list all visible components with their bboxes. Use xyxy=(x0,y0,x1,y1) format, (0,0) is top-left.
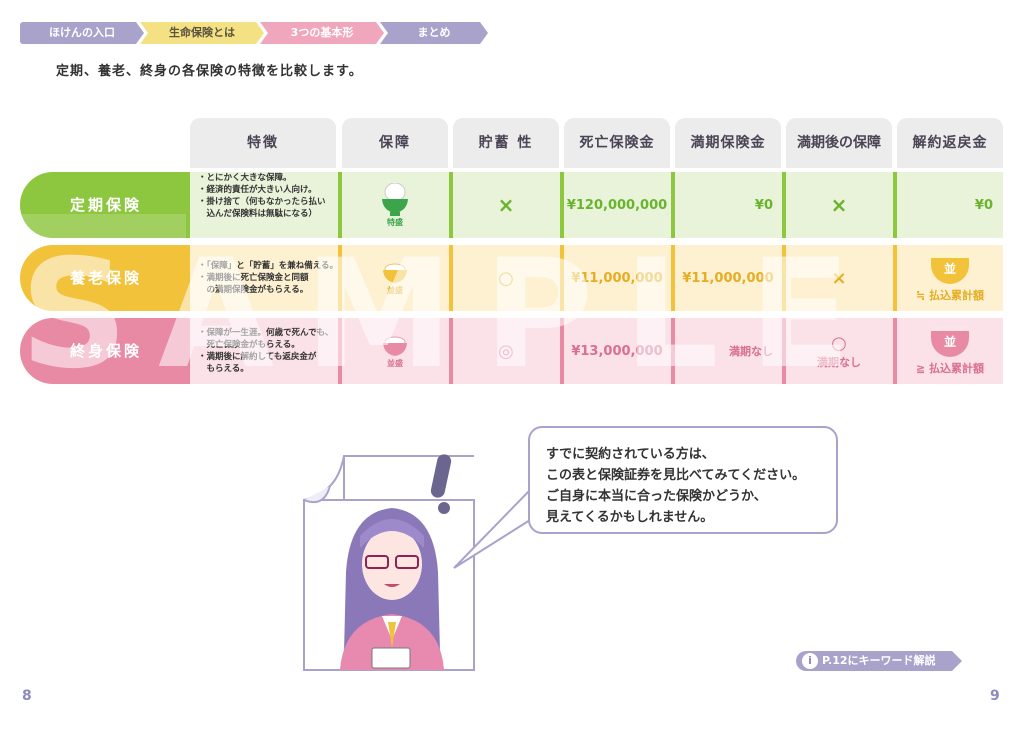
desc-line: ・「保障」と「貯蓄」を兼ね備える。 xyxy=(198,261,338,271)
maturity-whole-life: 満期なし xyxy=(729,345,773,358)
protection-label: 並盛 xyxy=(387,285,403,295)
lead-text: 定期、養老、終身の各保険の特徴を比較します。 xyxy=(56,64,363,79)
header-surrender-value: 解約返戻金 xyxy=(897,118,1003,168)
protection-label: 並盛 xyxy=(387,358,403,368)
desc-line: もらえる。 xyxy=(198,364,249,374)
rice-bowl-large-icon xyxy=(382,182,408,216)
desc-line: ・保障が一生涯。何歳で死んでも、 xyxy=(198,328,334,338)
crumb-life-insurance[interactable]: 生命保険とは xyxy=(140,22,264,44)
row-divider xyxy=(186,318,190,384)
row-divider xyxy=(782,318,786,384)
desc-line: ・経済的責任が大きい人向け。 xyxy=(198,185,317,195)
desc-line: ・満期後に死亡保険金と同額 xyxy=(198,273,309,283)
after-term: × xyxy=(830,193,848,217)
info-icon: i xyxy=(802,653,818,669)
keyword-link[interactable]: i P.12にキーワード解説 xyxy=(796,651,962,671)
death-term: ¥120,000,000 xyxy=(566,197,668,213)
keyword-link-label: P.12にキーワード解説 xyxy=(822,654,936,667)
header-features: 特徴 xyxy=(190,118,336,168)
maturity-term: ¥0 xyxy=(754,197,773,213)
death-endowment: ¥11,000,000 xyxy=(571,270,663,286)
desc-line: 死亡保険金がもらえる。 xyxy=(198,340,300,350)
row-label-shade xyxy=(20,214,192,238)
desc-line: ・掛け捨て（何もなかったら払い xyxy=(198,197,326,207)
page-number-left: 8 xyxy=(22,688,32,704)
desc-line: ・満期後に解約しても返戻金が xyxy=(198,352,317,362)
protection-term: 特盛 xyxy=(342,172,448,238)
header-protection: 保障 xyxy=(342,118,448,168)
row-divider xyxy=(449,245,453,311)
savings-endowment: ○ xyxy=(498,267,514,289)
savings-whole-life: ◎ xyxy=(498,340,514,362)
crumb-basic-types[interactable]: 3つの基本形 xyxy=(260,22,384,44)
death-whole-life: ¥13,000,000 xyxy=(571,343,663,359)
bubble-line: この表と保険証券を見比べてみてください。 xyxy=(546,468,806,483)
surrender-text: ≒ 払込累計額 xyxy=(915,288,985,302)
header-maturity-benefit: 満期保険金 xyxy=(675,118,781,168)
bowl-badge-icon: 並 xyxy=(931,253,969,284)
row-divider xyxy=(893,172,897,238)
desc-line: の満期保険金がもらえる。 xyxy=(198,285,309,295)
desc-line: 込んだ保険料は無駄になる） xyxy=(198,209,318,219)
row-divider xyxy=(671,172,675,238)
row-divider xyxy=(338,318,342,384)
after-endowment: × xyxy=(831,267,847,289)
after-note: 満期なし xyxy=(817,355,861,369)
row-divider xyxy=(560,245,564,311)
desc-term: ・とにかく大きな保障。 ・経済的責任が大きい人向け。 ・掛け捨て（何もなかったら… xyxy=(190,172,340,238)
maturity-endowment: ¥11,000,000 xyxy=(682,270,774,286)
desc-line: ・とにかく大きな保障。 xyxy=(198,173,292,183)
row-bg-term xyxy=(186,172,1003,238)
crumb-summary[interactable]: まとめ xyxy=(380,22,488,44)
row-label-term: 定期保険 xyxy=(20,172,192,238)
row-divider xyxy=(338,172,342,238)
header-post-maturity: 満期後の保障 xyxy=(786,118,892,168)
header-death-benefit: 死亡保険金 xyxy=(564,118,670,168)
row-divider xyxy=(893,245,897,311)
after-whole-life: ○ 満期なし xyxy=(786,318,892,384)
bubble-line: ご自身に本当に合った保険かどうか、 xyxy=(546,489,767,504)
surrender-endowment: 並 ≒ 払込累計額 xyxy=(897,245,1003,311)
surrender-term: ¥0 xyxy=(974,197,993,213)
rice-bowl-icon xyxy=(383,336,407,356)
row-divider xyxy=(782,172,786,238)
rice-bowl-icon xyxy=(383,263,407,283)
row-divider xyxy=(782,245,786,311)
bowl-badge-icon: 並 xyxy=(931,326,969,357)
row-bg-whole-life xyxy=(186,318,1003,384)
speech-bubble: すでに契約されている方は、 この表と保険証券を見比べてみてください。 ご自身に本… xyxy=(528,426,838,534)
savings-term: × xyxy=(497,193,515,217)
surrender-whole-life: 並 ≧ 払込累計額 xyxy=(897,318,1003,384)
header-savings: 貯蓄 性 xyxy=(453,118,559,168)
row-label-whole-life: 終身保険 xyxy=(20,318,192,384)
protection-endowment: 並盛 xyxy=(342,245,448,311)
row-label-endowment: 養老保険 xyxy=(20,245,192,311)
after-symbol: ○ xyxy=(831,332,847,354)
crumb-intro[interactable]: ほけんの入口 xyxy=(20,22,144,44)
character-illustration xyxy=(303,454,475,671)
row-divider xyxy=(671,318,675,384)
bubble-line: 見えてくるかもしれません。 xyxy=(546,510,714,525)
row-divider xyxy=(338,245,342,311)
row-divider xyxy=(671,245,675,311)
row-divider xyxy=(449,172,453,238)
row-divider xyxy=(560,172,564,238)
protection-whole-life: 並盛 xyxy=(342,318,448,384)
row-divider xyxy=(560,318,564,384)
bubble-line: すでに契約されている方は、 xyxy=(546,447,715,462)
desc-endowment: ・「保障」と「貯蓄」を兼ね備える。 ・満期後に死亡保険金と同額 の満期保険金がも… xyxy=(190,245,340,311)
page-number-right: 9 xyxy=(990,688,1000,704)
surrender-text: ≧ 払込累計額 xyxy=(915,361,985,375)
row-divider xyxy=(186,172,190,238)
row-divider xyxy=(449,318,453,384)
breadcrumb: ほけんの入口 生命保険とは 3つの基本形 まとめ xyxy=(20,22,488,44)
row-divider xyxy=(893,318,897,384)
bubble-tail xyxy=(453,490,531,569)
row-bg-endowment xyxy=(186,245,1003,311)
desc-whole-life: ・保障が一生涯。何歳で死んでも、 死亡保険金がもらえる。 ・満期後に解約しても返… xyxy=(190,318,340,384)
row-divider xyxy=(186,245,190,311)
protection-label: 特盛 xyxy=(387,217,403,227)
